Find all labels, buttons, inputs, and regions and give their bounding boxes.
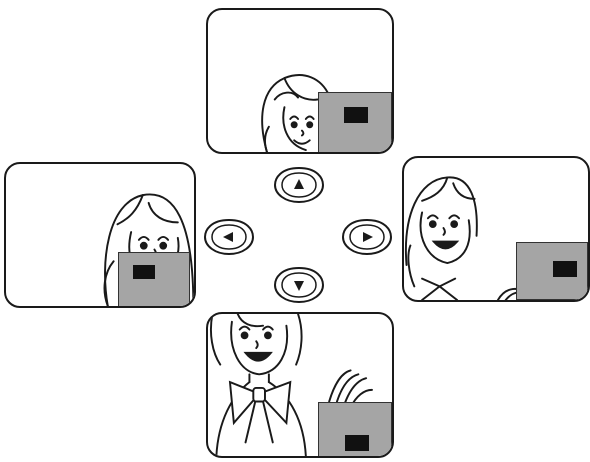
arrow-down-button[interactable]: [273, 266, 325, 304]
panel-top: [206, 8, 394, 154]
panel-left: [4, 162, 196, 308]
arrow-right-button[interactable]: [341, 218, 393, 256]
arrow-left-icon: [203, 218, 255, 256]
thumbnail-panel-top: [318, 92, 392, 154]
panel-right: [402, 156, 590, 302]
thumbnail-inner: [345, 435, 369, 451]
thumbnail-inner: [344, 107, 368, 123]
arrow-up-icon: [273, 166, 325, 204]
thumbnail-panel-right: [516, 242, 588, 300]
arrow-right-icon: [341, 218, 393, 256]
arrow-down-icon: [273, 266, 325, 304]
panel-bottom: [206, 312, 394, 458]
thumbnail-inner: [133, 265, 155, 279]
thumbnail-panel-left: [118, 252, 190, 308]
thumbnail-panel-bottom: [318, 402, 392, 458]
arrow-left-button[interactable]: [203, 218, 255, 256]
thumbnail-inner: [553, 261, 577, 277]
arrow-up-button[interactable]: [273, 166, 325, 204]
